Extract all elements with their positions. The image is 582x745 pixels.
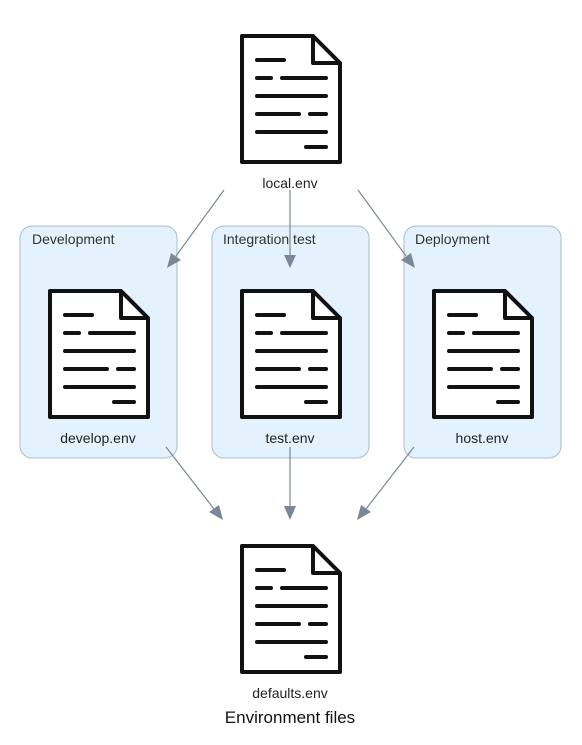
edge-local-to-host xyxy=(357,189,415,268)
cluster-development-label: Development xyxy=(32,231,115,247)
node-host-env: host.env xyxy=(432,289,534,446)
node-host-env-label: host.env xyxy=(456,430,509,446)
node-local-env: local.env xyxy=(240,34,342,191)
cluster-integration-test-label: Integration test xyxy=(223,231,316,247)
document-icon xyxy=(240,289,342,419)
diagram-caption: Environment files xyxy=(225,708,355,727)
node-test-env: test.env xyxy=(240,289,342,446)
document-icon xyxy=(240,544,342,674)
edge-local-to-develop xyxy=(167,189,225,268)
edge-local-to-test xyxy=(284,190,296,268)
node-develop-env: develop.env xyxy=(48,289,150,446)
node-develop-env-label: develop.env xyxy=(60,430,136,446)
document-icon xyxy=(432,289,534,419)
node-defaults-env: defaults.env xyxy=(240,544,342,701)
edges xyxy=(165,189,415,520)
document-icon xyxy=(240,34,342,164)
edge-host-to-defaults xyxy=(357,446,415,520)
cluster-deployment-label: Deployment xyxy=(415,231,490,247)
node-local-env-label: local.env xyxy=(262,175,317,191)
node-defaults-env-label: defaults.env xyxy=(252,685,328,701)
node-test-env-label: test.env xyxy=(265,430,314,446)
edge-test-to-defaults xyxy=(284,447,296,520)
document-icon xyxy=(48,289,150,419)
edge-develop-to-defaults xyxy=(165,446,223,520)
